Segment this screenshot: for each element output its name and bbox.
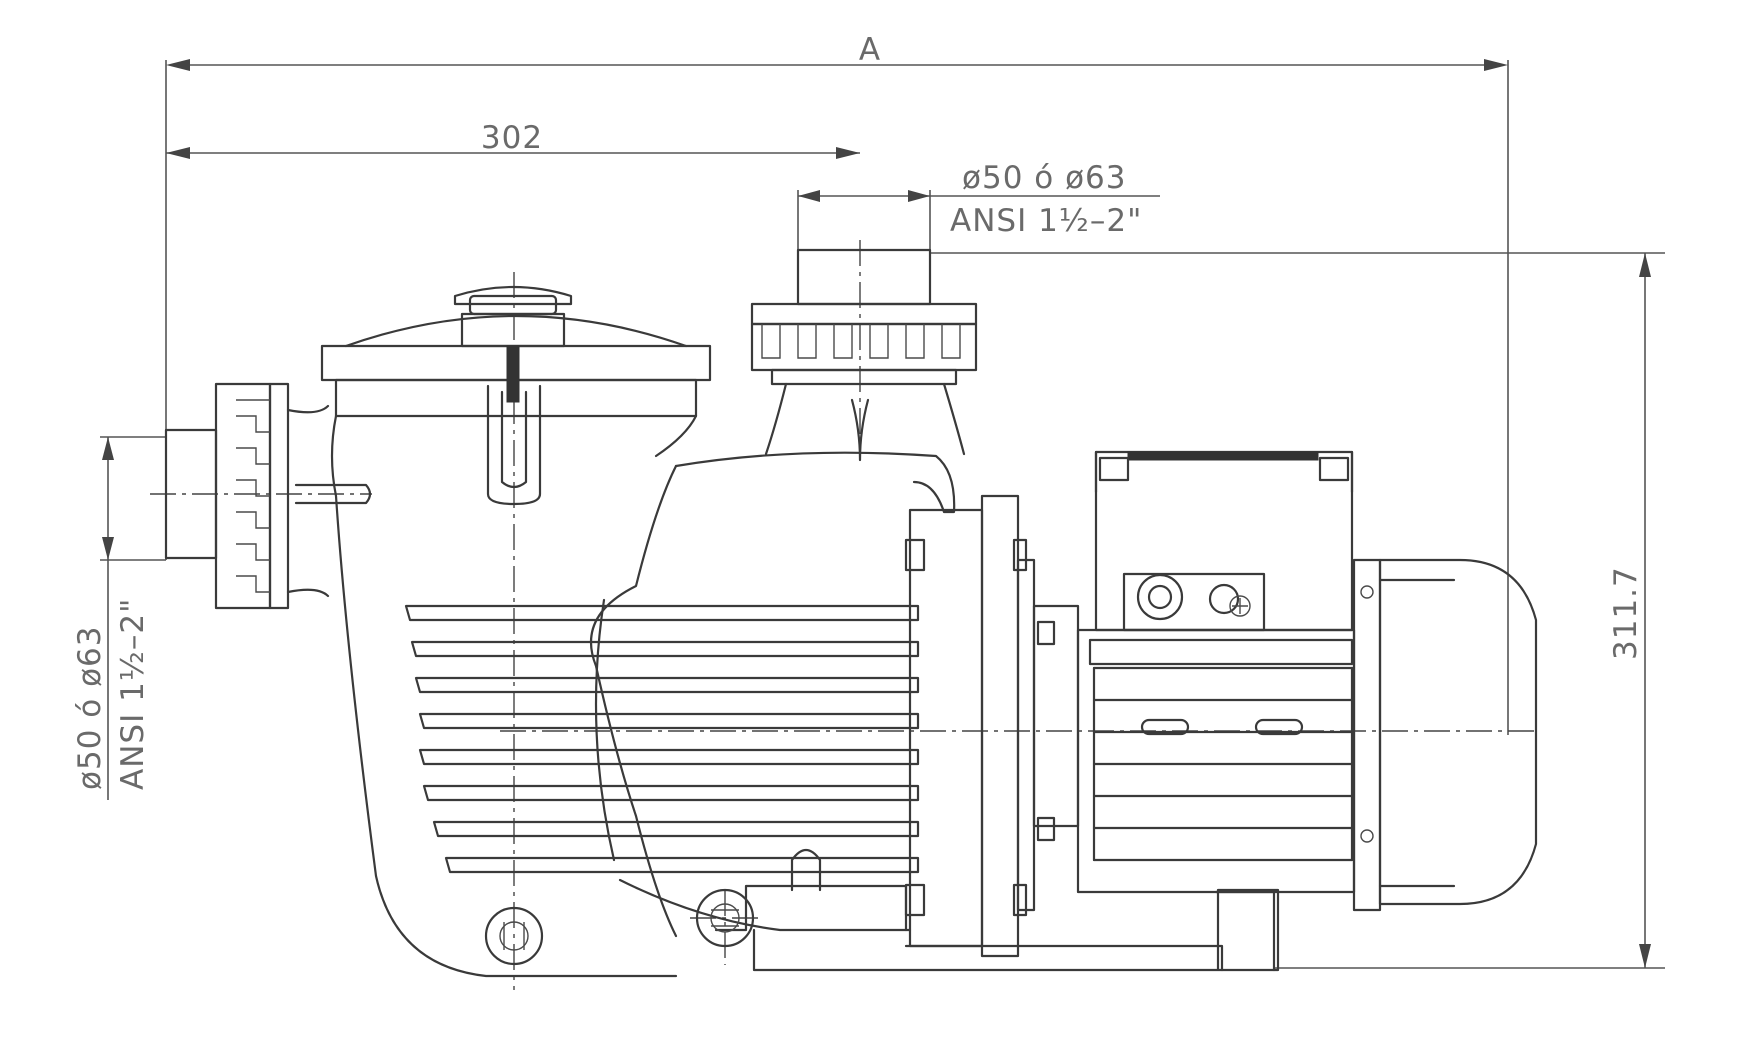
dimension-302-label: 302 <box>481 120 543 156</box>
inlet-diameter-label: ø50 ó ø63 <box>72 626 108 791</box>
seal-flange <box>904 494 1080 958</box>
inlet-ansi-label: ANSI 1½–2" <box>115 598 151 790</box>
dimension-a-label: A <box>859 32 881 68</box>
inlet-union <box>164 382 330 610</box>
center-lines <box>150 240 1540 990</box>
outlet-diameter-label: ø50 ó ø63 <box>962 160 1127 196</box>
electric-motor <box>1076 450 1538 912</box>
dimension-height: 311.7 <box>930 252 1665 969</box>
dimension-302: 302 <box>166 120 860 159</box>
strainer-housing <box>294 285 712 978</box>
pump-volute <box>589 451 956 938</box>
dimension-outlet-diameter: ø50 ó ø63 ANSI 1½–2" <box>797 160 1160 284</box>
cooling-fins <box>404 604 920 874</box>
pump-base <box>484 848 1280 972</box>
outlet-ansi-label: ANSI 1½–2" <box>950 203 1142 239</box>
discharge-outlet <box>750 248 978 462</box>
height-label: 311.7 <box>1608 566 1644 660</box>
dimension-inlet-diameter: ø50 ó ø63 ANSI 1½–2" <box>72 436 166 800</box>
